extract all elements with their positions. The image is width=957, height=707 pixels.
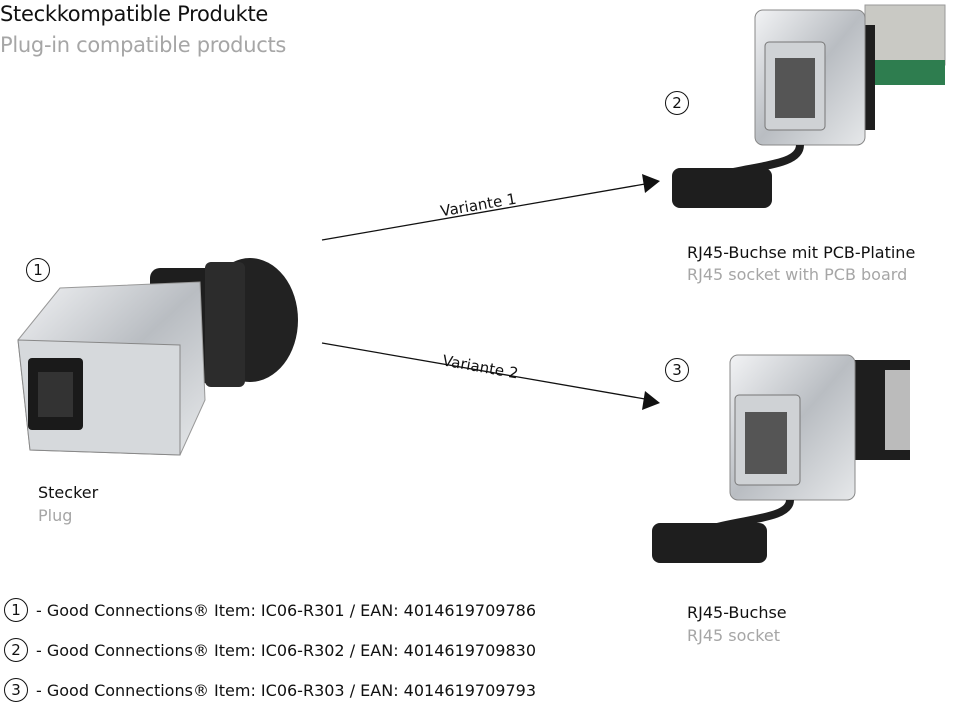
legend-item: 3 - Good Connections® Item: IC06-R303 / … xyxy=(4,678,536,702)
legend-text: - Good Connections® Item: IC06-R303 / EA… xyxy=(36,680,537,700)
socket-label-de: RJ45-Buchse xyxy=(687,603,787,622)
legend-text: - Good Connections® Item: IC06-R302 / EA… xyxy=(36,640,537,660)
legend-number-badge: 3 xyxy=(4,678,28,702)
plug-label-en: Plug xyxy=(38,506,73,525)
arrow-variant-1 xyxy=(321,174,660,241)
product-number-badge: 3 xyxy=(665,358,689,382)
page-title: Steckkompatible Produkte xyxy=(0,2,269,26)
legend-item: 1 - Good Connections® Item: IC06-R301 / … xyxy=(4,598,536,622)
socket-image xyxy=(652,354,910,563)
socket-label-en: RJ45 socket xyxy=(687,626,781,645)
legend-number-badge: 2 xyxy=(4,638,28,662)
page-subtitle: Plug-in compatible products xyxy=(0,33,287,57)
product-number-badge: 1 xyxy=(26,258,50,282)
plug-image xyxy=(17,258,298,456)
arrow-variant-2 xyxy=(321,342,660,410)
socket-pcb-label-de: RJ45-Buchse mit PCB-Platine xyxy=(687,243,916,262)
product-number-badge: 2 xyxy=(665,91,689,115)
legend-text: - Good Connections® Item: IC06-R301 / EA… xyxy=(36,600,537,620)
plug-label-de: Stecker xyxy=(38,483,99,502)
legend-item: 2 - Good Connections® Item: IC06-R302 / … xyxy=(4,638,536,662)
socket-pcb-image xyxy=(672,4,946,208)
legend-number-badge: 1 xyxy=(4,598,28,622)
socket-pcb-label-en: RJ45 socket with PCB board xyxy=(687,265,908,284)
